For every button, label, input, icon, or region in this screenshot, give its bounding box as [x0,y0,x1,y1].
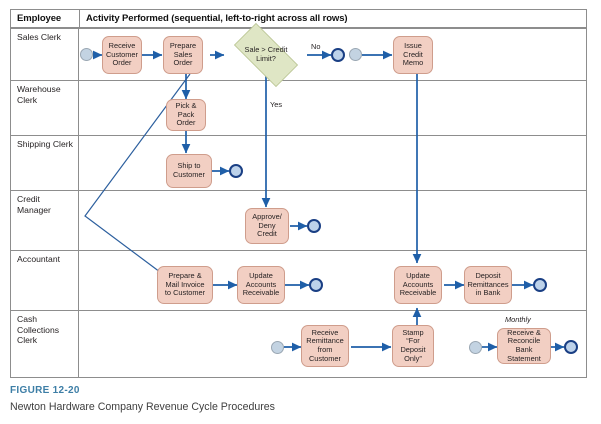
lane-label-accountant: Accountant [11,251,79,310]
end-event-deposit [533,278,547,292]
lane-label-sales-clerk: Sales Clerk [11,29,79,80]
end-event-credit-decision [307,219,321,233]
end-event-no-branch [331,48,345,62]
lane-shipping-clerk: Shipping Clerk [11,136,586,191]
end-event-invoice-ar [309,278,323,292]
edge-label-yes: Yes [270,100,283,109]
edge-label-no: No [311,42,321,51]
end-event-ship [229,164,243,178]
figure-title: Newton Hardware Company Revenue Cycle Pr… [10,401,275,413]
swimlane-header: Employee Activity Performed (sequential,… [10,9,587,28]
end-event-bank-reconcile [564,340,578,354]
lane-sales-clerk: Sales Clerk [11,29,586,81]
start-event-bank-reconcile [469,341,482,354]
header-employee: Employee [17,13,62,24]
header-activity: Activity Performed (sequential, left-to-… [79,10,595,27]
lane-accountant: Accountant [11,251,586,311]
figure-caption: FIGURE 12-20 Newton Hardware Company Rev… [10,385,570,413]
start-event-sales-clerk [80,48,93,61]
start-event-cash-collections [271,341,284,354]
start-event-credit-memo [349,48,362,61]
figure-number: FIGURE 12-20 [10,385,80,396]
edge-label-monthly: Monthly [505,315,531,324]
lane-label-shipping-clerk: Shipping Clerk [11,136,79,190]
